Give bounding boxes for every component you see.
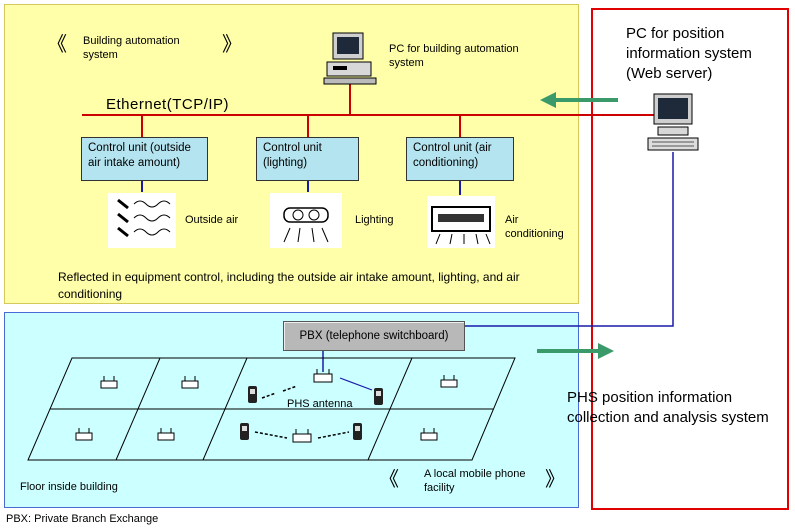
ethernet-label: Ethernet(TCP/IP)	[106, 96, 230, 113]
control-unit-outside-air: Control unit (outside air intake amount)	[81, 137, 208, 181]
antenna-icon	[157, 428, 175, 441]
antenna-icon	[420, 428, 438, 441]
pc-bas-label: PC for building automation system	[389, 43, 519, 69]
server-pbx-link	[465, 152, 674, 327]
pbx-box: PBX (telephone switchboard)	[283, 321, 465, 351]
facility-bracket-open: 《	[379, 467, 399, 491]
control-unit-lighting: Control unit (lighting)	[256, 137, 359, 181]
facility-bracket-close: 》	[545, 467, 565, 491]
air-conditioner-icon	[427, 196, 495, 248]
server-computer-icon	[647, 93, 699, 151]
phone-icon	[374, 388, 383, 405]
phone-icon	[353, 423, 362, 440]
floor-label: Floor inside building	[20, 481, 118, 493]
equipment-control-note: Reflected in equipment control, includin…	[58, 270, 520, 301]
title-bracket-close: 》	[222, 32, 242, 56]
arrow-to-system	[537, 343, 614, 359]
lighting-icon	[270, 193, 342, 248]
device-label-lighting: Lighting	[355, 214, 394, 226]
facility-label: A local mobile phone facility	[424, 468, 526, 494]
device-label-outside-air: Outside air	[185, 214, 239, 226]
floor-plan	[27, 357, 516, 461]
bas-title: Building automation system	[83, 35, 180, 61]
phone-icon	[248, 386, 257, 403]
device-label-air-conditioning: Air conditioning	[505, 214, 564, 240]
server-label: PC for position information system (Web …	[626, 25, 752, 82]
antenna-icon	[313, 369, 333, 383]
outside-air-icon	[108, 193, 176, 248]
antenna-icon	[292, 429, 312, 443]
antenna-icon	[440, 375, 458, 388]
computer-icon	[323, 32, 377, 85]
phs-system-label: PHS position information collection and …	[567, 389, 769, 426]
position-system-frame	[591, 8, 789, 510]
control-unit-air-conditioning: Control unit (air conditioning)	[406, 137, 514, 181]
antenna-icon	[181, 376, 199, 389]
arrow-to-ethernet	[540, 92, 618, 108]
phs-antenna-label: PHS antenna	[287, 398, 353, 410]
radio-signal	[254, 385, 350, 439]
antenna-icon	[100, 376, 118, 389]
antenna-phone-link	[339, 377, 373, 391]
footnote: PBX: Private Branch Exchange	[6, 513, 159, 525]
antenna-icon	[75, 428, 93, 441]
phone-icon	[240, 423, 249, 440]
title-bracket-open: 《	[47, 32, 67, 56]
